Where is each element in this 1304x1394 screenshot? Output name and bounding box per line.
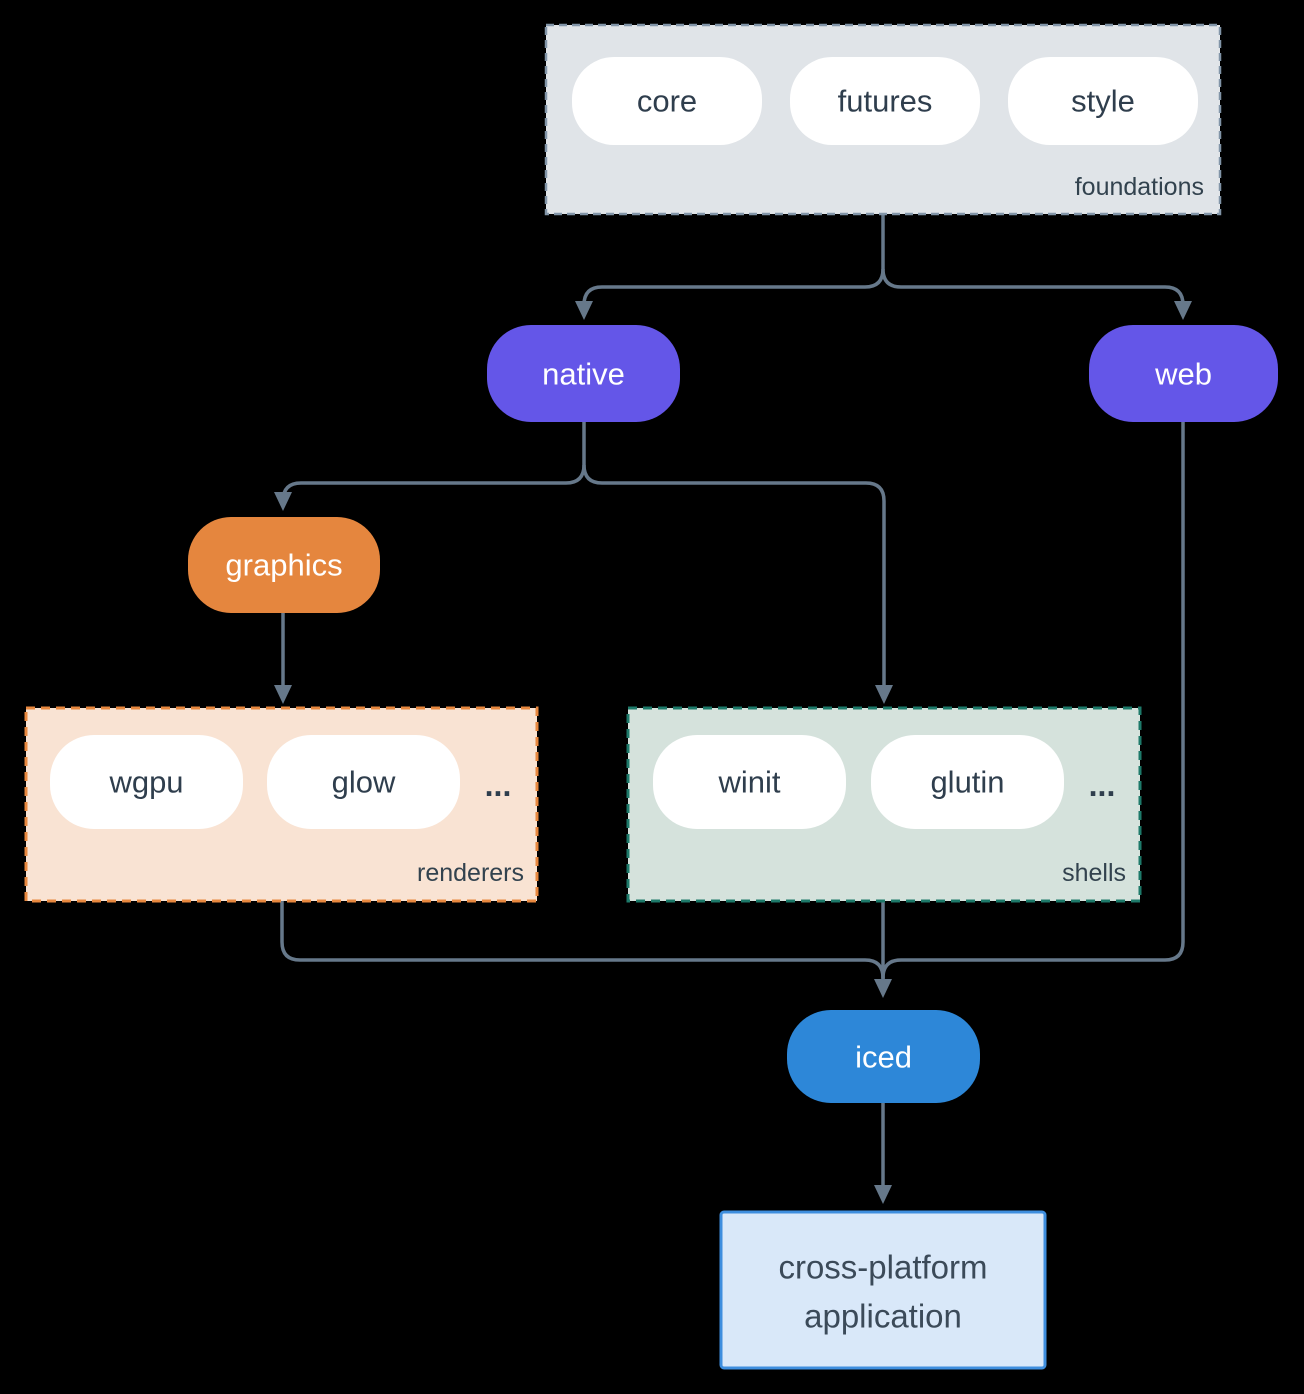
pill-glow [267, 735, 460, 829]
pill-iced [787, 1010, 980, 1103]
pill-winit [653, 735, 846, 829]
native-node: native [487, 325, 680, 422]
pill-graphics [188, 517, 380, 613]
pill-futures-label: futures [838, 84, 933, 119]
iced-node: iced [787, 1010, 980, 1103]
arrowhead-graphics [274, 492, 292, 511]
pill-graphics-label: graphics [225, 548, 342, 583]
renderers-box: wgpu glow ... renderers [24, 706, 539, 903]
shells-box: winit glutin ... shells [626, 706, 1142, 903]
edge-native-shells [582, 464, 886, 695]
application-rect [719, 1210, 1047, 1370]
renderers-ellipsis: ... [485, 767, 512, 803]
arrowhead-shells [875, 685, 893, 704]
application-label-line2: application [804, 1298, 962, 1335]
arrowhead-application [874, 1185, 892, 1204]
application-node: cross-platform application [719, 1210, 1047, 1370]
pill-glow-label: glow [332, 765, 396, 800]
pill-iced-label: iced [855, 1040, 912, 1075]
edge-foundations-native [582, 214, 885, 312]
pill-wgpu [50, 735, 243, 829]
shells-ellipsis: ... [1089, 767, 1116, 803]
pill-winit-label: winit [717, 765, 780, 800]
arrowhead-web [1174, 301, 1192, 320]
pill-web-label: web [1154, 357, 1212, 392]
shells-zone-label: shells [1062, 859, 1126, 887]
renderers-zone-label: renderers [417, 859, 524, 887]
edge-web-iced [881, 422, 1185, 979]
edge-renderers-iced [280, 901, 885, 988]
connectors [274, 214, 1192, 1204]
pill-style-label: style [1071, 84, 1135, 119]
arrowhead-iced [874, 979, 892, 998]
pill-wgpu-label: wgpu [108, 765, 183, 800]
application-label-line1: cross-platform [778, 1249, 987, 1286]
edge-native-graphics [281, 422, 586, 503]
web-node: web [1089, 325, 1278, 422]
pill-core [572, 57, 762, 145]
pill-web [1089, 325, 1278, 422]
pill-core-label: core [637, 84, 697, 119]
graphics-node: graphics [188, 517, 380, 613]
pill-style [1008, 57, 1198, 145]
pill-glutin [871, 735, 1064, 829]
foundations-box: core futures style foundations [544, 23, 1222, 216]
pill-glutin-label: glutin [930, 765, 1004, 800]
edge-foundations-web [881, 268, 1185, 312]
arrowhead-renderers [274, 685, 292, 704]
arrowhead-native [575, 301, 593, 320]
pill-native [487, 325, 680, 422]
pill-native-label: native [542, 357, 625, 392]
foundations-zone-label: foundations [1075, 173, 1204, 201]
pill-futures [790, 57, 980, 145]
